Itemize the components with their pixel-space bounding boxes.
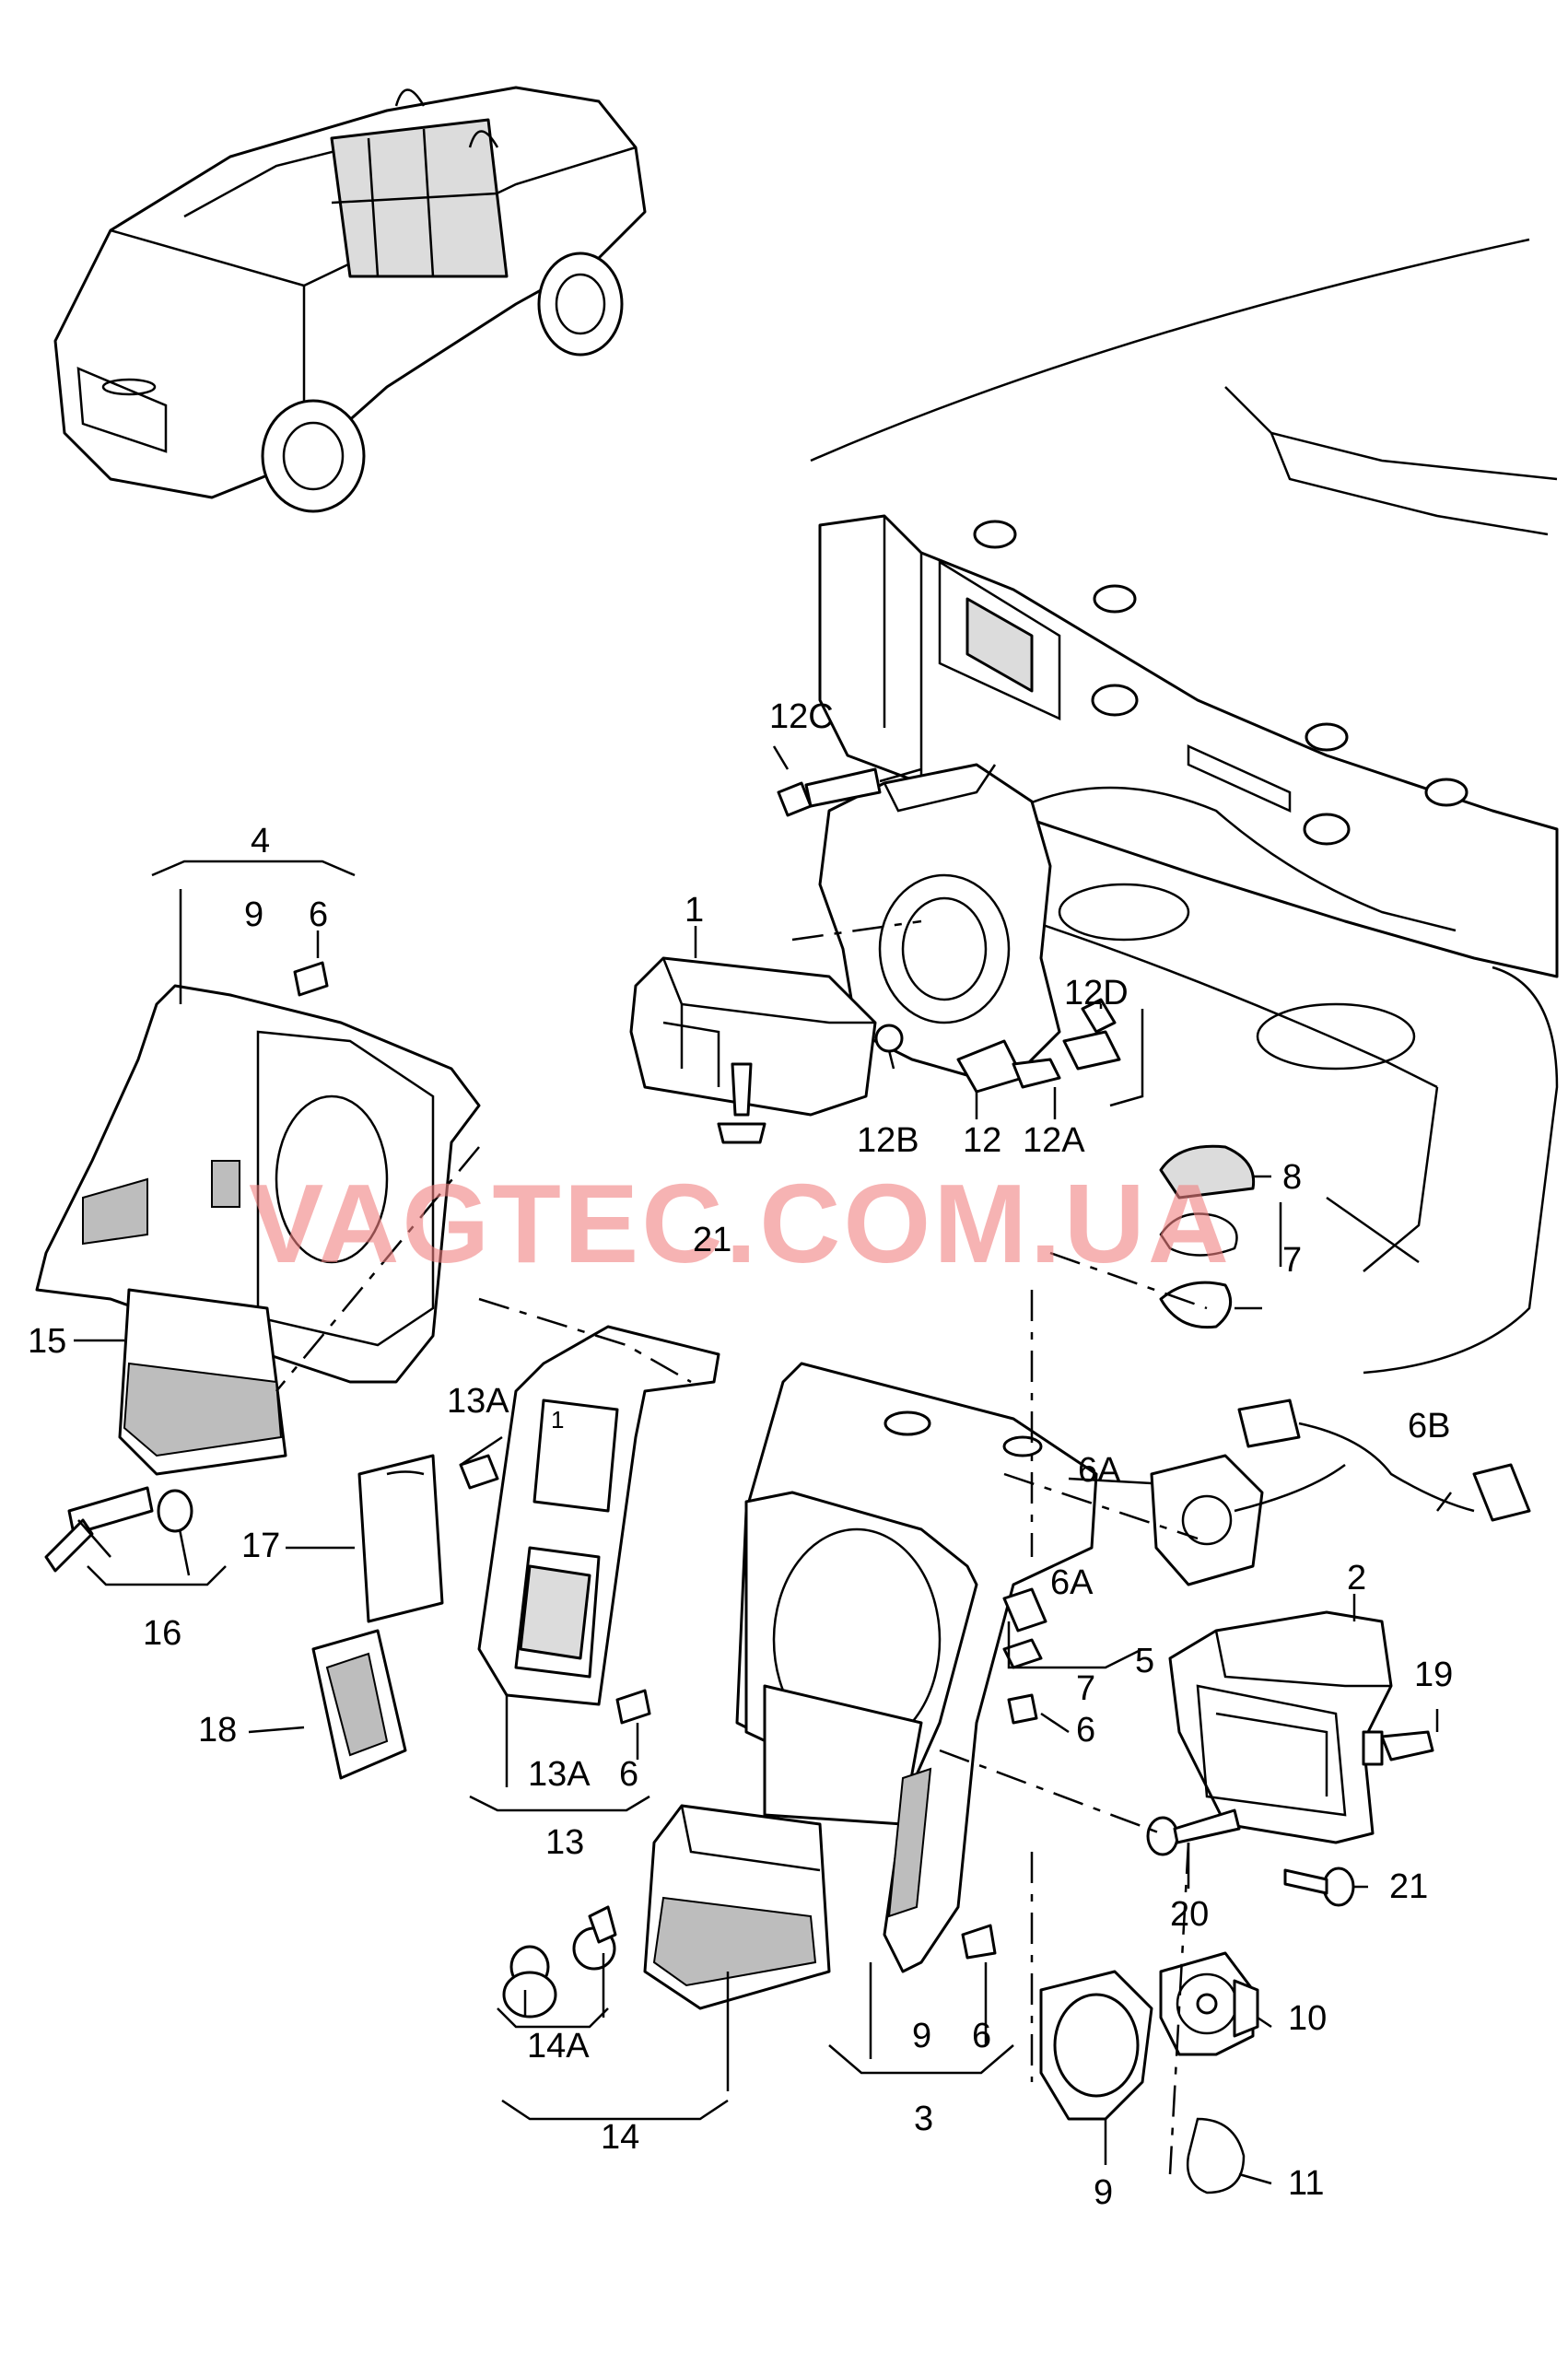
module-6a xyxy=(1150,1454,1346,1586)
part-8-cover xyxy=(1159,1144,1256,1200)
callout-19: 19 xyxy=(1414,1656,1453,1694)
callout-9-gasket: 9 xyxy=(1094,2173,1113,2212)
callout-7-panel: 7 xyxy=(1076,1669,1095,1708)
callout-2: 2 xyxy=(1347,1559,1366,1597)
part-1-housing xyxy=(629,956,877,1117)
leader-lines xyxy=(74,745,1452,2185)
callout-4: 4 xyxy=(251,822,270,860)
callout-13a-top: 13A xyxy=(447,1382,509,1421)
bolt-12c-icon xyxy=(777,767,922,817)
callout-17: 17 xyxy=(241,1527,280,1565)
part-2-housing xyxy=(1168,1610,1393,1844)
callout-12d: 12D xyxy=(1064,974,1129,1012)
screw-20-icon xyxy=(1146,1808,1241,1856)
gasket-9 xyxy=(1039,1970,1153,2121)
cover-17 xyxy=(357,1454,444,1623)
callout-6b: 6B xyxy=(1408,1407,1450,1445)
callout-9-panel: 9 xyxy=(912,2017,931,2055)
callout-6-mid: 6 xyxy=(619,1755,638,1794)
trim-panel-13 xyxy=(477,1325,720,1706)
callout-12a: 12A xyxy=(1023,1121,1085,1160)
callout-15: 15 xyxy=(28,1322,66,1361)
clip-13a-icon xyxy=(459,1454,499,1490)
callout-1: 1 xyxy=(685,891,704,930)
clip-6-lower-icon xyxy=(961,1924,997,1960)
vehicle-body-structure xyxy=(810,238,1559,1375)
callout-13: 13 xyxy=(545,1823,584,1862)
car-thumbnail xyxy=(53,86,647,513)
clip-6-mid-icon xyxy=(615,1689,651,1725)
callout-10: 10 xyxy=(1288,1999,1327,2038)
callout-12c: 12C xyxy=(769,697,834,736)
callout-13a-bottom: 13A xyxy=(528,1755,591,1794)
lock-16-icon xyxy=(44,1486,193,1573)
callout-14: 14 xyxy=(601,2118,639,2157)
callout-8: 8 xyxy=(1282,1158,1302,1197)
knob-14a-icon xyxy=(502,1905,617,2019)
clip-6-top-icon xyxy=(293,961,329,997)
callout-labels: 1 2 3 4 5 6 6 6 6 6A 6A 6B 7 7 8 9 9 9 1… xyxy=(28,697,1453,2212)
storage-pocket-14 xyxy=(643,1804,831,2010)
callout-12: 12 xyxy=(963,1121,1001,1160)
callout-6-top: 6 xyxy=(309,895,328,934)
screw-21-bottom-icon xyxy=(1283,1867,1355,1907)
nut-12d-icon xyxy=(1081,998,1117,1034)
nut-12b-icon xyxy=(874,1024,904,1053)
callout-6-right: 6 xyxy=(1076,1711,1095,1750)
callout-21-top: 21 xyxy=(693,1221,731,1259)
callout-5: 5 xyxy=(1135,1642,1154,1680)
speaker-mounting-bracket xyxy=(818,763,1121,1094)
callout-6a-module: 6A xyxy=(1078,1451,1121,1490)
callout-14a: 14A xyxy=(527,2027,590,2066)
trim-panel-4 xyxy=(35,984,481,1384)
callout-9-top: 9 xyxy=(244,895,263,934)
connector-6b xyxy=(1237,1399,1531,1522)
callout-7-right: 7 xyxy=(1282,1241,1302,1280)
storage-pocket-15 xyxy=(118,1288,287,1476)
callout-11: 11 xyxy=(1288,2164,1324,2203)
grille-18 xyxy=(311,1629,407,1780)
trim-panel-3 xyxy=(735,1362,1098,1973)
callout-6a-panel: 6A xyxy=(1050,1563,1094,1602)
clip-19-icon xyxy=(1362,1730,1434,1766)
callout-6-lower: 6 xyxy=(972,2017,991,2055)
callout-16: 16 xyxy=(143,1614,181,1653)
callout-18: 18 xyxy=(198,1711,237,1750)
panel-13-marker: 1 xyxy=(551,1406,564,1434)
speaker-10 xyxy=(1159,1951,1259,2056)
screw-21-top-icon xyxy=(717,1062,766,1144)
callout-21-bottom: 21 xyxy=(1389,1867,1428,1906)
part-7-grommet xyxy=(1159,1281,1233,1329)
part-8-wire-clip xyxy=(1159,1212,1238,1257)
callout-20: 20 xyxy=(1170,1895,1209,1934)
watermark-text: VAGTEC.COM.UA xyxy=(249,1161,1232,1286)
part-6a-clip xyxy=(1002,1587,1047,1725)
clip-11 xyxy=(1186,2117,1246,2194)
callout-3: 3 xyxy=(914,2100,933,2138)
assembly-lines xyxy=(275,919,1208,2175)
callout-12b: 12B xyxy=(857,1121,919,1160)
